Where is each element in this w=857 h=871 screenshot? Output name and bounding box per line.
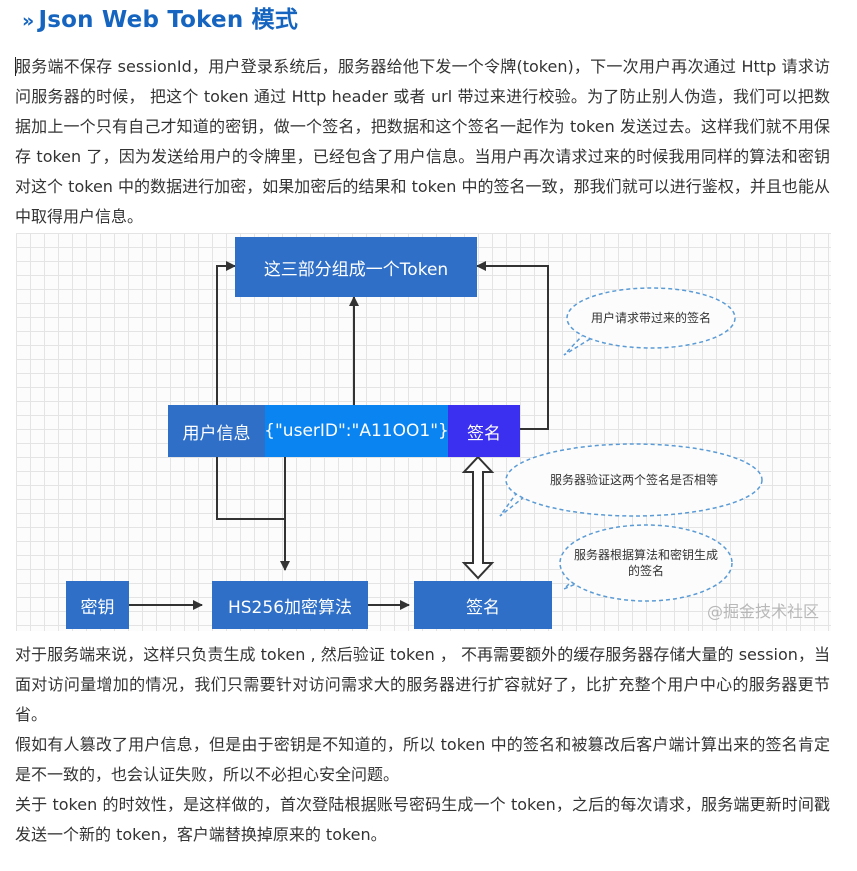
arrow-signature-to-token xyxy=(476,261,549,430)
hs256-algorithm-box: HS256加密算法 xyxy=(212,581,368,629)
paragraph-intro: 服务端不保存 sessionId，用户登录系统后，服务器给他下发一个令牌(tok… xyxy=(15,57,830,226)
heading-title: Json Web Token 模式 xyxy=(38,7,299,33)
paragraph-expiry: 关于 token 的时效性，是这样做的，首次登陆根据账号密码生成一个 token… xyxy=(15,795,830,844)
watermark: @掘金技术社区 xyxy=(706,602,819,621)
bubble-generate-text: 服务器根据算法和密钥生成的签名 xyxy=(573,548,718,578)
section-heading: »Json Web Token 模式 xyxy=(22,0,299,33)
text-cursor xyxy=(15,57,16,76)
bubble-request-text: 用户请求带过来的签名 xyxy=(590,311,711,325)
bubble-verify-shape xyxy=(499,490,525,517)
arrow-userinfo-to-token xyxy=(216,261,236,405)
payload-box: {"userID":"A11OO1"} xyxy=(264,405,449,457)
signature-bottom-box: 签名 xyxy=(414,581,552,629)
secret-key-box: 密钥 xyxy=(66,581,129,629)
line-userinfo-down xyxy=(216,457,285,520)
token-box: 这三部分组成一个Token xyxy=(235,237,477,297)
signature-top-box: 签名 xyxy=(448,405,520,457)
paragraph-server-side: 对于服务端来说，这样只负责生成 token , 然后验证 token ， 不再需… xyxy=(15,645,830,724)
jwt-diagram: 这三部分组成一个Token 用户信息 {"userID":"A11OO1"} 签… xyxy=(16,233,831,631)
diagram-connectors xyxy=(129,261,763,610)
bubble-request-shape xyxy=(563,335,591,356)
compare-double-arrow xyxy=(461,455,495,580)
bubble-verify-text: 服务器验证这两个签名是否相等 xyxy=(549,473,718,487)
user-info-box: 用户信息 xyxy=(168,405,265,457)
paragraph-tampering: 假如有人篡改了用户信息，但是由于密钥是不知道的，所以 token 中的签名和被篡… xyxy=(15,735,830,784)
heading-marker: » xyxy=(22,10,35,32)
